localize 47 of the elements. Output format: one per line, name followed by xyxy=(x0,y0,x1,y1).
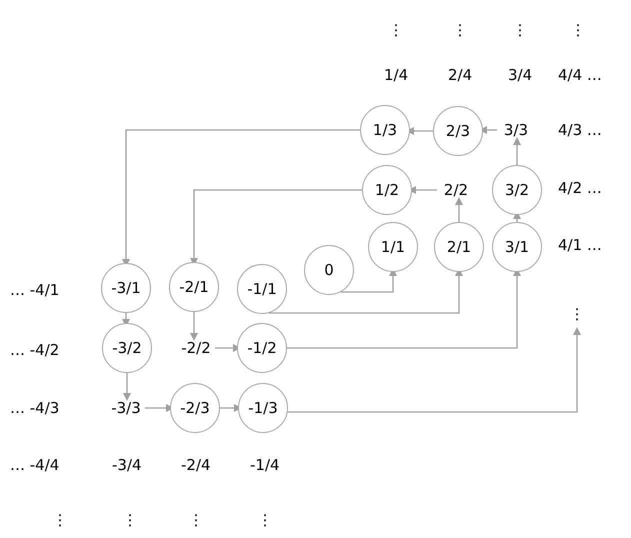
circle-node: 3/2 xyxy=(492,165,542,215)
fraction-text: 3/3 xyxy=(497,119,535,141)
ellipsis-mark: ⋮ xyxy=(188,510,204,530)
fraction-text: 2/2 xyxy=(437,179,475,201)
fraction-label: … -4/4 xyxy=(10,455,60,475)
fraction-label: 1/4 xyxy=(384,65,408,85)
ellipsis-mark: ⋮ xyxy=(570,20,586,40)
ellipsis-mark: ⋮ xyxy=(258,510,272,530)
circle-node: 1/3 xyxy=(360,105,410,155)
arrow xyxy=(513,137,521,165)
arrow xyxy=(123,373,131,401)
circle-node: -1/2 xyxy=(237,323,287,373)
fraction-label: 4/1 … xyxy=(558,235,602,255)
circle-node: 2/3 xyxy=(433,106,483,156)
circle-node: 1/2 xyxy=(362,165,412,215)
fraction-text: -3/3 xyxy=(107,397,145,419)
fraction-label: -3/4 xyxy=(112,455,142,475)
ellipsis-mark: ⋮ xyxy=(570,297,584,331)
fraction-label: -1/4 xyxy=(250,455,280,475)
circle-node: 0 xyxy=(304,245,354,295)
fraction-text: -2/2 xyxy=(177,337,215,359)
arrow xyxy=(455,197,463,222)
circle-node: 2/1 xyxy=(434,222,484,272)
fraction-label: … -4/1 xyxy=(10,280,60,300)
fraction-label: … -4/2 xyxy=(10,340,60,360)
fraction-label: … -4/3 xyxy=(10,398,60,418)
circle-node: -1/1 xyxy=(237,264,287,314)
fraction-label: 3/4 xyxy=(508,65,532,85)
arrow xyxy=(190,312,198,341)
arrow xyxy=(288,327,581,413)
ellipsis-mark: ⋮ xyxy=(52,510,68,530)
fraction-label: 2/4 xyxy=(448,65,472,85)
ellipsis-mark: ⋮ xyxy=(512,20,528,40)
circle-node: -3/1 xyxy=(101,263,151,313)
circle-node: -2/1 xyxy=(169,262,219,312)
ellipsis-mark: ⋮ xyxy=(122,510,138,530)
fraction-label: 4/4 … xyxy=(558,65,602,85)
fraction-label: -2/4 xyxy=(181,455,211,475)
circle-node: 1/1 xyxy=(368,222,418,272)
ellipsis-mark: ⋮ xyxy=(452,20,468,40)
fraction-label: 4/2 … xyxy=(558,178,602,198)
fraction-label: 4/3 … xyxy=(558,120,602,140)
ellipsis-mark: ⋮ xyxy=(388,20,404,40)
circle-node: -3/2 xyxy=(102,323,152,373)
circle-node: 3/1 xyxy=(492,222,542,272)
circle-node: -1/3 xyxy=(238,383,288,433)
circle-node: -2/3 xyxy=(170,383,220,433)
